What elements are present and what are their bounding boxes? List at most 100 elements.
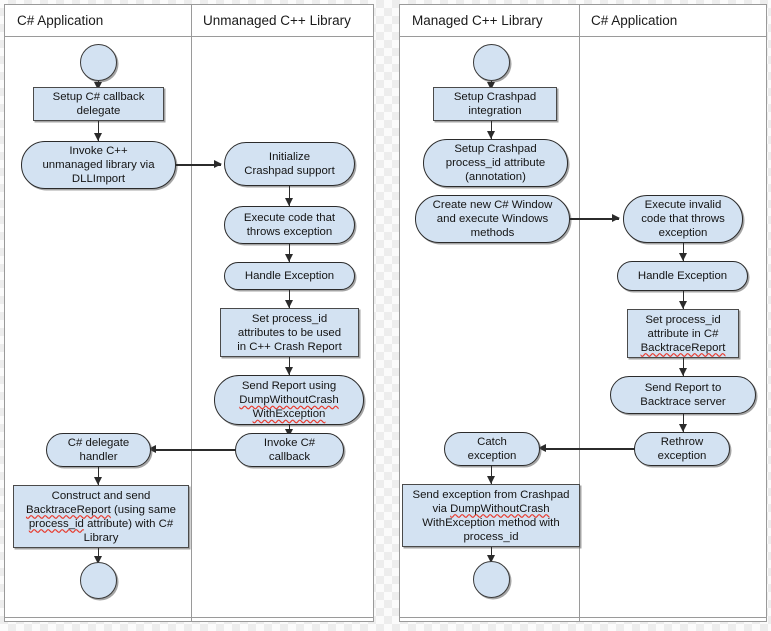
arrowhead <box>285 300 293 308</box>
node-set-process-id-attributes: Set process_id attributes to be used in … <box>220 308 359 357</box>
arrowhead <box>487 476 495 484</box>
right-diagram-panel: Managed C++ Library C# Application Setup… <box>399 4 767 622</box>
edge-handle-to-set-attribute <box>682 291 685 309</box>
node-label: Send Report using DumpWithoutCrash WithE… <box>239 380 339 420</box>
node-end <box>473 561 510 598</box>
node-send-exception-from-crashpad: Send exception from Crashpad via DumpWit… <box>402 484 580 547</box>
node-label: C# delegate handler <box>67 437 130 463</box>
node-label: Set process_id attribute in C# Backtrace… <box>640 313 726 354</box>
lane-title: Unmanaged C++ Library <box>203 13 351 28</box>
edge-handle-to-set-attributes <box>288 290 291 308</box>
node-initialize-crashpad-support: Initialize Crashpad support <box>224 142 355 186</box>
arrowhead <box>679 301 687 309</box>
node-setup-csharp-callback-delegate: Setup C# callback delegate <box>33 87 164 121</box>
spellcheck-term: process_id <box>28 517 84 530</box>
edge-create-window-to-execute-invalid <box>570 218 619 220</box>
node-start <box>473 44 510 81</box>
arrowhead <box>487 131 495 139</box>
edge-delegate-to-construct <box>97 467 100 485</box>
node-catch-exception: Catch exception <box>444 432 540 466</box>
arrowhead <box>538 444 546 452</box>
left-panel-bottom-rule <box>5 617 373 618</box>
node-label: Setup Crashpad integration <box>453 91 537 117</box>
node-setup-crashpad-integration: Setup Crashpad integration <box>433 87 557 121</box>
node-construct-and-send-backtracereport: Construct and send BacktraceReport (usin… <box>13 485 189 548</box>
edge-invoke-callback-to-delegate <box>152 449 236 451</box>
arrowhead <box>285 367 293 375</box>
left-lane-divider <box>191 5 192 621</box>
left-lane-header-csharp-application: C# Application <box>5 5 191 37</box>
arrowhead <box>94 133 102 141</box>
edge-setup-to-invoke <box>97 121 100 141</box>
spellcheck-term: DumpWithoutCrash <box>450 502 550 515</box>
node-start <box>80 44 117 81</box>
arrowhead <box>285 254 293 262</box>
edge-execute-to-handle <box>288 244 291 262</box>
spellcheck-term: BacktraceReport <box>25 503 111 516</box>
node-send-report-dumpwithoutcrash: Send Report using DumpWithoutCrash WithE… <box>214 375 364 425</box>
arrowhead <box>94 556 102 564</box>
right-lane-header-csharp-application: C# Application <box>579 5 766 37</box>
arrowhead <box>148 445 156 453</box>
spellcheck-term: BacktraceReport <box>640 341 726 354</box>
lane-title: C# Application <box>591 13 678 28</box>
node-label: Send exception from Crashpad via DumpWit… <box>412 488 570 543</box>
node-label: Initialize Crashpad support <box>244 151 335 177</box>
arrowhead <box>487 555 495 563</box>
edge-set-attributes-to-send-report <box>288 357 291 375</box>
node-handle-exception: Handle Exception <box>224 262 355 290</box>
node-csharp-delegate-handler: C# delegate handler <box>46 433 151 467</box>
node-label: Handle Exception <box>637 270 728 282</box>
node-label: Send Report to Backtrace server <box>640 382 726 408</box>
node-label: Rethrow exception <box>657 436 707 462</box>
edge-invoke-to-initialize <box>176 164 221 166</box>
right-lane-header-managed-cpp-library: Managed C++ Library <box>400 5 579 37</box>
edge-catch-to-send-exception <box>490 466 493 484</box>
node-execute-invalid-code: Execute invalid code that throws excepti… <box>623 195 743 243</box>
node-label: Invoke C# callback <box>263 437 316 463</box>
node-end <box>80 562 117 599</box>
node-invoke-csharp-callback: Invoke C# callback <box>235 433 344 467</box>
arrowhead <box>94 477 102 485</box>
left-diagram-panel: C# Application Unmanaged C++ Library Set… <box>4 4 374 622</box>
node-label: Handle Exception <box>244 270 335 282</box>
node-label: Invoke C++ unmanaged library via DLLImpo… <box>42 145 155 185</box>
node-execute-code-throws-exception: Execute code that throws exception <box>224 206 355 244</box>
arrowhead <box>285 198 293 206</box>
node-invoke-cpp-unmanaged-library: Invoke C++ unmanaged library via DLLImpo… <box>21 141 176 189</box>
spellcheck-term: DumpWithoutCrash <box>239 394 339 406</box>
lane-title: C# Application <box>17 13 104 28</box>
arrowhead <box>214 160 222 168</box>
arrowhead <box>612 214 620 222</box>
right-lane-divider <box>579 5 580 621</box>
node-label: Execute code that throws exception <box>243 212 336 238</box>
lane-title: Managed C++ Library <box>412 13 543 28</box>
node-setup-crashpad-process-id-attribute: Setup Crashpad process_id attribute (ann… <box>423 139 568 187</box>
node-label: Set process_id attributes to be used in … <box>237 312 342 353</box>
edge-initialize-to-execute <box>288 186 291 206</box>
node-handle-exception: Handle Exception <box>617 261 748 291</box>
edge-rethrow-to-catch <box>542 448 635 450</box>
node-label: Execute invalid code that throws excepti… <box>641 199 725 239</box>
node-set-process-id-attribute-csharp: Set process_id attribute in C# Backtrace… <box>627 309 739 358</box>
node-label: Create new C# Window and execute Windows… <box>432 199 553 239</box>
spellcheck-term: WithException <box>252 408 326 420</box>
node-label: Setup C# callback delegate <box>52 91 145 117</box>
node-label: Catch exception <box>467 436 517 462</box>
arrowhead <box>94 82 102 90</box>
node-label: Setup Crashpad process_id attribute (ann… <box>445 143 546 183</box>
edge-send-report-to-rethrow <box>682 414 685 432</box>
arrowhead <box>487 82 495 90</box>
edge-setup-crashpad-to-setup-attribute <box>490 121 493 139</box>
edge-set-attribute-to-send-report <box>682 358 685 376</box>
node-create-new-csharp-window: Create new C# Window and execute Windows… <box>415 195 570 243</box>
node-send-report-backtrace-server: Send Report to Backtrace server <box>610 376 756 414</box>
arrowhead <box>679 253 687 261</box>
arrowhead <box>679 424 687 432</box>
node-label: Construct and send BacktraceReport (usin… <box>25 489 177 544</box>
left-lane-header-unmanaged-cpp-library: Unmanaged C++ Library <box>191 5 373 37</box>
edge-execute-invalid-to-handle <box>682 243 685 261</box>
node-rethrow-exception: Rethrow exception <box>634 432 730 466</box>
right-panel-bottom-rule <box>400 617 766 618</box>
arrowhead <box>679 368 687 376</box>
